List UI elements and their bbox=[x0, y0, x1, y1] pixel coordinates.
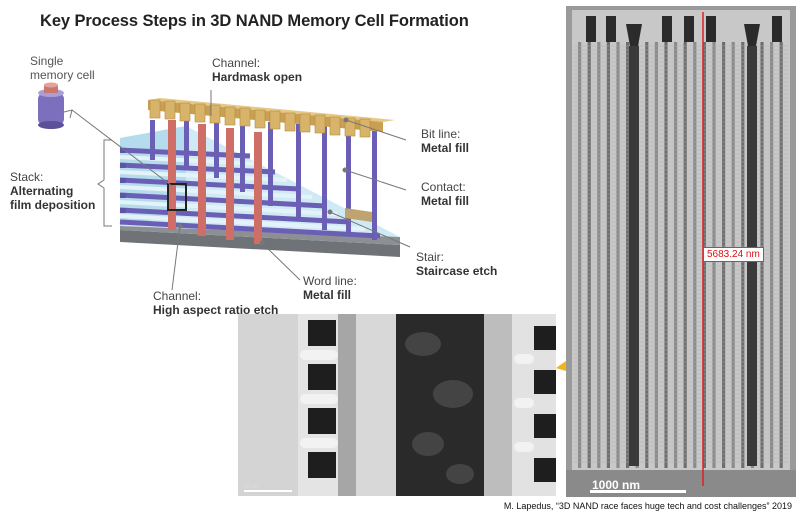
single-cell-label: Single memory cell bbox=[30, 54, 95, 82]
sem-scale-bar-label: 1000 nm bbox=[592, 478, 641, 492]
channel-hardmask-label: Channel: Hardmask open bbox=[212, 56, 303, 84]
single-memory-cell-icon bbox=[38, 82, 64, 129]
contacts bbox=[150, 118, 377, 240]
channels bbox=[168, 120, 262, 244]
word-line-label: Word line: Metal fill bbox=[303, 274, 357, 302]
contact-label: Contact: Metal fill bbox=[421, 180, 470, 208]
citation: M. Lapedus, “3D NAND race faces huge tec… bbox=[503, 501, 792, 511]
bit-line-label: Bit line: Metal fill bbox=[421, 127, 470, 155]
cell-highlight-box bbox=[167, 183, 187, 211]
stack-brace bbox=[97, 139, 112, 227]
measurement-label: 5683.24 nm bbox=[703, 247, 764, 262]
stair-label: Stair: Staircase etch bbox=[416, 250, 498, 278]
channel-etch-label: Channel: High aspect ratio etch bbox=[153, 289, 279, 317]
leader-lines bbox=[63, 90, 411, 291]
zoom-arrow-head bbox=[556, 361, 566, 371]
stack-label: Stack: Alternating film deposition bbox=[10, 170, 96, 212]
tem-image bbox=[238, 314, 556, 496]
figure-title: Key Process Steps in 3D NAND Memory Cell… bbox=[40, 12, 469, 30]
bit-lines bbox=[148, 98, 395, 138]
tem-scale-text: 50 nm bbox=[244, 484, 258, 490]
